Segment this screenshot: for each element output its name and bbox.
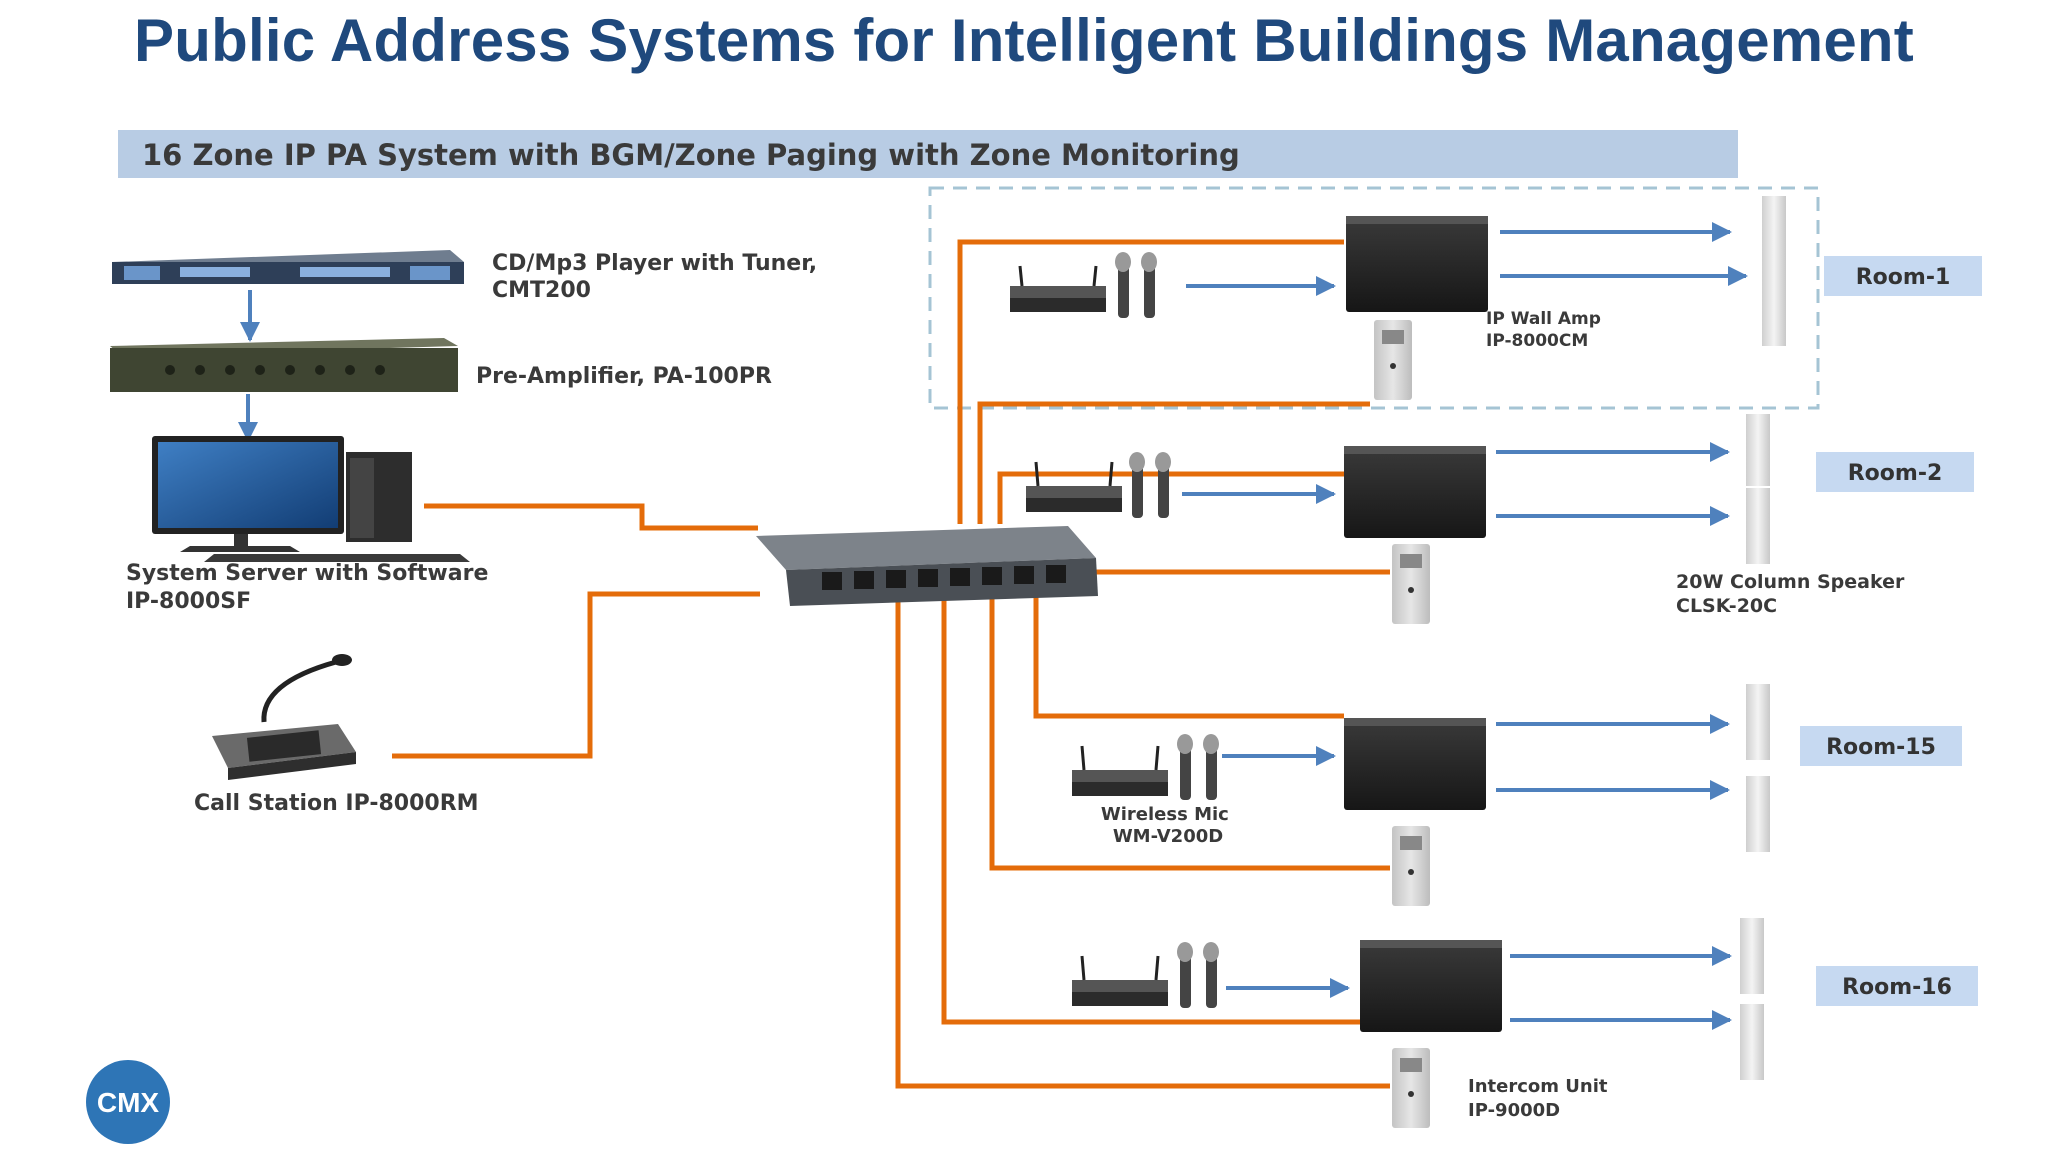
cable-room1-intercom xyxy=(977,401,1370,524)
network-cables xyxy=(392,239,1390,1089)
pre-amplifier-icon xyxy=(110,338,458,392)
svg-text:Room-1: Room-1 xyxy=(1856,265,1951,290)
cable-server xyxy=(424,503,758,531)
room-15-label: Room-15 xyxy=(1800,726,1962,766)
cable-room1-amp xyxy=(957,239,1344,524)
intercom-room-2 xyxy=(1392,544,1430,624)
intercom-room-1 xyxy=(1374,320,1412,400)
wireless-mic-room-16 xyxy=(1072,942,1219,1008)
pre-amp-label: Pre-Amplifier, PA-100PR xyxy=(476,364,772,389)
wall-amp-room-1 xyxy=(1346,216,1488,312)
wall-amp-label-1: IP Wall Amp xyxy=(1486,309,1601,329)
svg-text:System Server with Software: System Server with Software IP-8000SF xyxy=(126,561,496,614)
wireless-mic-label-2: WM-V200D xyxy=(1113,826,1223,847)
cable-room15-amp xyxy=(1033,586,1344,719)
room-2-label: Room-2 xyxy=(1816,452,1974,492)
wireless-mic-room-2 xyxy=(1026,452,1171,518)
cable-room16-intercom xyxy=(895,586,1390,1089)
intercom-room-15 xyxy=(1392,826,1430,906)
logo-text: CMX xyxy=(97,1087,160,1118)
cable-room15-intercom xyxy=(989,586,1390,871)
cd-player-label-2: CMT200 xyxy=(492,278,591,303)
column-speakers-room-2 xyxy=(1746,414,1770,564)
svg-text:CD/Mp3 Player with Tuner,: CD/Mp3 Player with Tuner, CMT200 xyxy=(492,251,825,303)
subtitle-band: 16 Zone IP PA System with BGM/Zone Pagin… xyxy=(118,130,1738,178)
svg-text:20W Column Speaker CLSK-20: 20W Column Speaker CLSK-20C xyxy=(1676,571,1911,617)
wireless-mic-room-15 xyxy=(1072,734,1219,800)
call-station-icon xyxy=(212,654,356,780)
wall-amp-room-15 xyxy=(1344,718,1486,810)
svg-text:Room-16: Room-16 xyxy=(1842,975,1952,1000)
svg-text:Intercom Unit IP-9000D: Intercom Unit IP-9000D xyxy=(1468,1076,1614,1121)
svg-text:Room-2: Room-2 xyxy=(1848,461,1943,486)
network-switch-icon xyxy=(756,526,1098,606)
column-speaker-label-1: 20W Column Speaker xyxy=(1676,571,1905,593)
cmx-logo: CMX xyxy=(86,1060,170,1144)
wall-amp-room-2 xyxy=(1344,446,1486,538)
cd-player-icon xyxy=(112,250,464,284)
room-16-label: Room-16 xyxy=(1816,966,1978,1006)
column-speaker-label-2: CLSK-20C xyxy=(1676,595,1777,617)
column-speakers-room-1 xyxy=(1762,196,1786,346)
wall-amp-room-16 xyxy=(1360,940,1502,1032)
room-1-label: Room-1 xyxy=(1824,256,1982,296)
server-label-2: IP-8000SF xyxy=(126,589,251,614)
svg-text:Room-15: Room-15 xyxy=(1826,735,1936,760)
wall-amp-label-2: IP-8000CM xyxy=(1486,331,1588,351)
cd-player-label-1: CD/Mp3 Player with Tuner, xyxy=(492,251,817,276)
room-1-zone-box xyxy=(928,186,1820,410)
cable-room2-amp xyxy=(997,471,1344,524)
subtitle: 16 Zone IP PA System with BGM/Zone Pagin… xyxy=(142,138,1240,172)
svg-text:IP Wall Amp IP-8000CM: IP Wall Amp IP-8000CM xyxy=(1486,309,1607,351)
page-title: Public Address Systems for Intelligent B… xyxy=(134,7,1914,74)
audio-arrows xyxy=(238,222,1748,1030)
server-label-1: System Server with Software xyxy=(126,561,488,586)
call-station-label: Call Station IP-8000RM xyxy=(194,791,479,816)
column-speakers-room-16 xyxy=(1740,918,1764,1080)
intercom-room-16 xyxy=(1392,1048,1430,1128)
cable-room16-amp xyxy=(941,586,1360,1025)
intercom-label-2: IP-9000D xyxy=(1468,1100,1560,1121)
system-server-icon xyxy=(152,436,470,562)
svg-text:Wireless Mic WM-V200D: Wireless Mic WM-V200D xyxy=(1101,804,1235,847)
wireless-mic-room-1 xyxy=(1010,252,1157,318)
cable-call-station xyxy=(392,591,760,759)
wireless-mic-label-1: Wireless Mic xyxy=(1101,804,1229,825)
column-speakers-room-15 xyxy=(1746,684,1770,852)
intercom-label-1: Intercom Unit xyxy=(1468,1076,1608,1097)
